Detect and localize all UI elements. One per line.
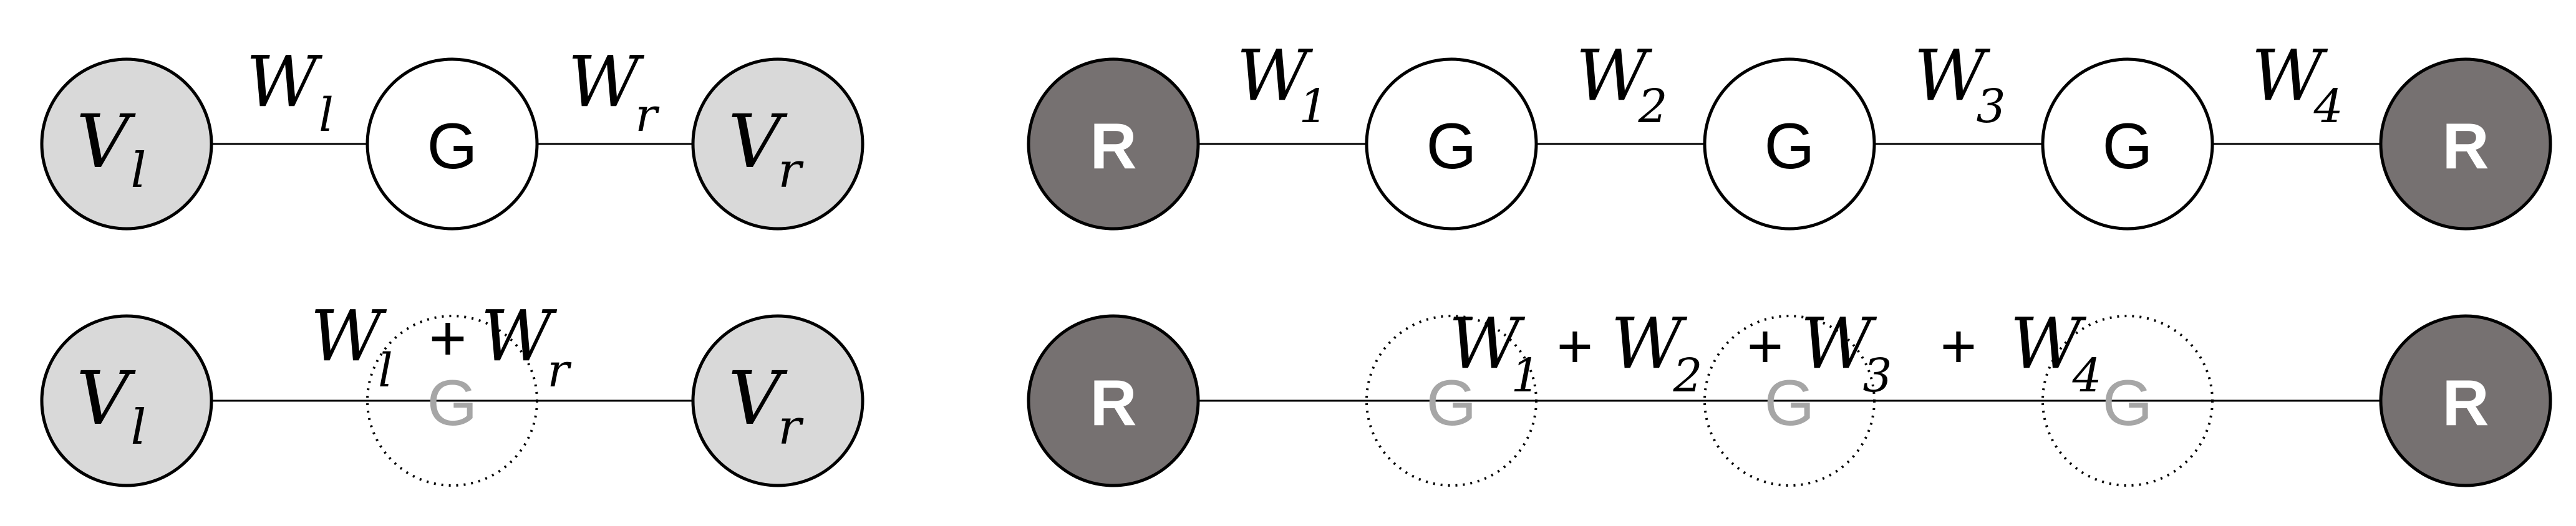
node-g-3: G (2041, 57, 2214, 231)
node-r-right: R (2379, 314, 2552, 487)
sum-term-wr-sub: r (547, 344, 572, 398)
node-r-left-circle (1027, 57, 1200, 231)
contracted-edge-label: W 1 + W 2 + W 3 + W 4 (1448, 304, 2101, 403)
node-g-3-label: G (2103, 110, 2153, 183)
node-g-2: G (1703, 57, 1876, 231)
edge-wl-label: W l (246, 42, 333, 142)
sum-term-w4-main: W (2010, 304, 2086, 385)
edge-wr-main: W (568, 42, 644, 123)
ghost-node-g-1-label: G (1426, 367, 1477, 439)
node-r-left-circle (1027, 314, 1200, 487)
node-vr: V r (691, 57, 864, 231)
ghost-node-g-circle (366, 315, 538, 487)
contracted-edge-label: W l + W r (310, 296, 572, 398)
node-g-1-circle (1365, 57, 1538, 231)
ghost-node-g-3: G (2041, 315, 2214, 487)
sum-plus-1: + (1557, 312, 1593, 381)
node-vl-circle (40, 57, 213, 231)
edge-w4-sub: 4 (2313, 80, 2343, 133)
ghost-node-g: G (366, 315, 538, 487)
node-g-label: G (427, 110, 478, 183)
sum-term-wr-main: W (480, 296, 557, 377)
node-g-2-circle (1703, 57, 1876, 231)
node-vr: V r (691, 314, 864, 487)
edge-w1-label: W 1 (1236, 36, 1328, 133)
edge-w4-label: W 4 (2251, 36, 2343, 133)
top-left-graph: V l G V r W l W r (40, 42, 864, 231)
sum-term-wl-main: W (310, 296, 387, 377)
node-vr-sub: r (778, 399, 804, 456)
edge-w2-main: W (1576, 36, 1652, 117)
sum-plus-2: + (1747, 312, 1783, 381)
node-r-right-circle (2379, 57, 2552, 231)
node-vl-sub: l (131, 399, 147, 456)
node-g-1: G (1365, 57, 1538, 231)
node-vl-main: V (76, 355, 136, 441)
node-vl-main: V (76, 98, 136, 184)
node-g-3-circle (2041, 57, 2214, 231)
edge-w4-main: W (2251, 36, 2328, 117)
ghost-node-g-1-circle (1365, 315, 1537, 487)
node-vr-main: V (728, 355, 788, 441)
sum-term-w3-sub: 3 (1862, 349, 1892, 403)
node-vr-circle (691, 314, 864, 487)
edge-w1-sub: 1 (1299, 80, 1328, 133)
edge-wl-main: W (246, 42, 322, 123)
ghost-node-g-label: G (427, 367, 478, 439)
node-vr-circle (691, 57, 864, 231)
node-vl-circle (40, 314, 213, 487)
edge-w3-main: W (1914, 36, 1990, 117)
ghost-node-g-2: G (1703, 315, 1876, 487)
edge-wl-sub: l (319, 88, 334, 142)
sum-plus-3: + (1940, 312, 1977, 381)
edge-w2-sub: 2 (1637, 80, 1667, 133)
node-g: G (366, 57, 539, 231)
node-r-left: R (1027, 57, 1200, 231)
edge-wr-label: W r (568, 42, 660, 142)
node-r-left-label: R (1090, 110, 1136, 183)
node-vr-main: V (728, 98, 788, 184)
ghost-node-g-2-label: G (1765, 367, 1815, 439)
sum-term-w1-sub: 1 (1511, 349, 1540, 403)
edge-w1-main: W (1236, 36, 1313, 117)
sum-plus: + (429, 302, 467, 375)
node-vr-sub: r (778, 143, 804, 199)
sum-term-w2-sub: 2 (1672, 349, 1702, 403)
node-r-right-circle (2379, 314, 2552, 487)
node-r-left-label: R (1090, 367, 1136, 439)
ghost-node-g-2-circle (1703, 315, 1876, 487)
ghost-node-g-3-circle (2041, 315, 2214, 487)
edge-wr-sub: r (635, 88, 660, 142)
node-r-right: R (2379, 57, 2552, 231)
ghost-node-g-1: G (1365, 315, 1537, 487)
sum-term-w2-main: W (1610, 304, 1687, 385)
node-vl-sub: l (131, 143, 147, 199)
node-vl: V l (40, 57, 213, 231)
node-g-2-label: G (1765, 110, 1815, 183)
sum-term-w4-sub: 4 (2071, 349, 2101, 403)
node-r-right-label: R (2442, 367, 2489, 439)
bottom-left-graph: G V l V r W l + W r (40, 296, 864, 487)
edge-w3-sub: 3 (1976, 80, 2005, 133)
node-g-1-label: G (1426, 110, 1477, 183)
sum-term-w3-main: W (1800, 304, 1877, 385)
top-right-graph: R G G G R W 1 W 2 W 3 W (1027, 36, 2552, 231)
bottom-right-graph: G G G R R W 1 + W 2 + W 3 + W (1027, 304, 2552, 487)
node-g-circle (366, 57, 539, 231)
node-r-right-label: R (2442, 110, 2489, 183)
edge-w3-label: W 3 (1914, 36, 2005, 133)
node-vl: V l (40, 314, 213, 487)
ghost-node-g-3-label: G (2103, 367, 2153, 439)
node-r-left: R (1027, 314, 1200, 487)
sum-term-w1-main: W (1448, 304, 1525, 385)
sum-term-wl-sub: l (378, 344, 393, 398)
edge-w2-label: W 2 (1576, 36, 1667, 133)
